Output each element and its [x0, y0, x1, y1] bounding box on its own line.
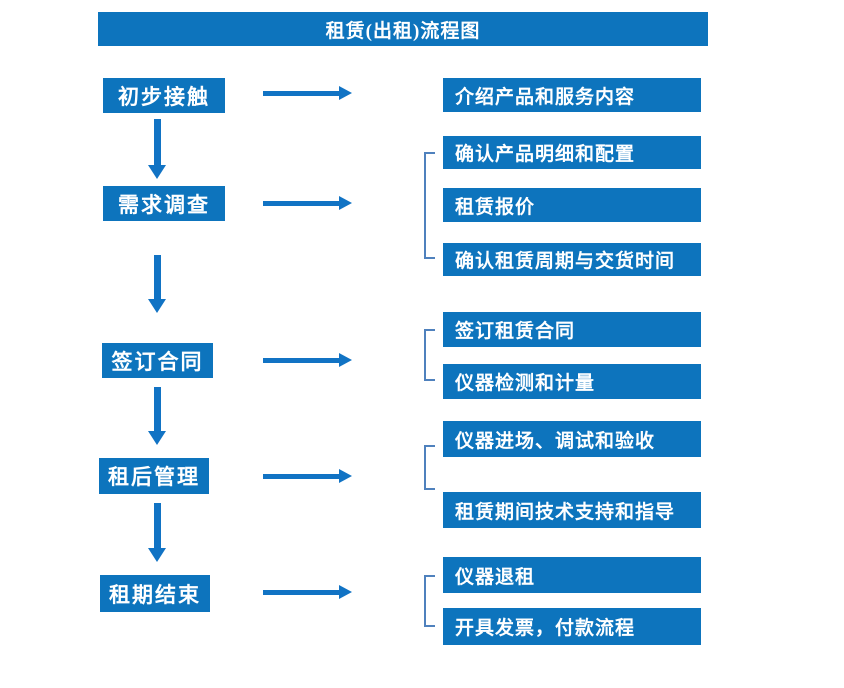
output-box-instrument-setup: 仪器进场、调试和验收: [443, 421, 701, 457]
arrow-shaft: [154, 119, 161, 165]
arrow-shaft: [154, 387, 161, 431]
output-box-instrument-return: 仪器退租: [443, 557, 701, 593]
arrow-head: [148, 165, 166, 179]
arrow-head: [339, 196, 352, 210]
arrow-shaft: [263, 200, 339, 206]
arrow-right-icon: [263, 469, 352, 483]
output-box-instrument-testing: 仪器检测和计量: [443, 364, 701, 399]
bracket-connector: [424, 575, 435, 627]
arrow-shaft: [154, 503, 161, 548]
arrow-shaft: [154, 255, 161, 299]
step-box-post-rental-management: 租后管理: [99, 458, 209, 494]
arrow-right-icon: [263, 196, 352, 210]
output-box-technical-support: 租赁期间技术支持和指导: [443, 492, 701, 528]
arrow-shaft: [263, 357, 339, 363]
bracket-connector: [424, 329, 435, 381]
arrow-down-icon: [148, 387, 167, 445]
step-box-rental-end: 租期结束: [100, 575, 210, 612]
output-box-invoice-payment: 开具发票，付款流程: [443, 608, 701, 645]
arrow-head: [148, 431, 166, 445]
step-box-sign-contract: 签订合同: [102, 343, 213, 378]
arrow-right-icon: [263, 86, 352, 100]
output-box-confirm-product-details: 确认产品明细和配置: [443, 136, 701, 169]
arrow-shaft: [263, 90, 339, 96]
arrow-head: [339, 585, 352, 599]
diagram-title: 租赁(出租)流程图: [98, 12, 708, 46]
bracket-connector: [424, 152, 435, 259]
arrow-head: [339, 86, 352, 100]
arrow-right-icon: [263, 353, 352, 367]
output-box-introduce-products: 介绍产品和服务内容: [443, 78, 701, 112]
arrow-down-icon: [148, 119, 167, 179]
arrow-down-icon: [148, 503, 167, 562]
arrow-shaft: [263, 473, 339, 479]
arrow-shaft: [263, 589, 339, 595]
step-box-initial-contact: 初步接触: [103, 78, 225, 113]
arrow-head: [148, 299, 166, 313]
output-box-confirm-rental-period: 确认租赁周期与交货时间: [443, 243, 701, 276]
arrow-head: [339, 469, 352, 483]
bracket-connector: [424, 445, 435, 490]
output-box-rental-quotation: 租赁报价: [443, 188, 701, 222]
arrow-down-icon: [148, 255, 167, 313]
arrow-right-icon: [263, 585, 352, 599]
step-box-demand-survey: 需求调查: [103, 186, 225, 221]
output-box-sign-rental-contract: 签订租赁合同: [443, 312, 701, 347]
arrow-head: [148, 548, 166, 562]
arrow-head: [339, 353, 352, 367]
